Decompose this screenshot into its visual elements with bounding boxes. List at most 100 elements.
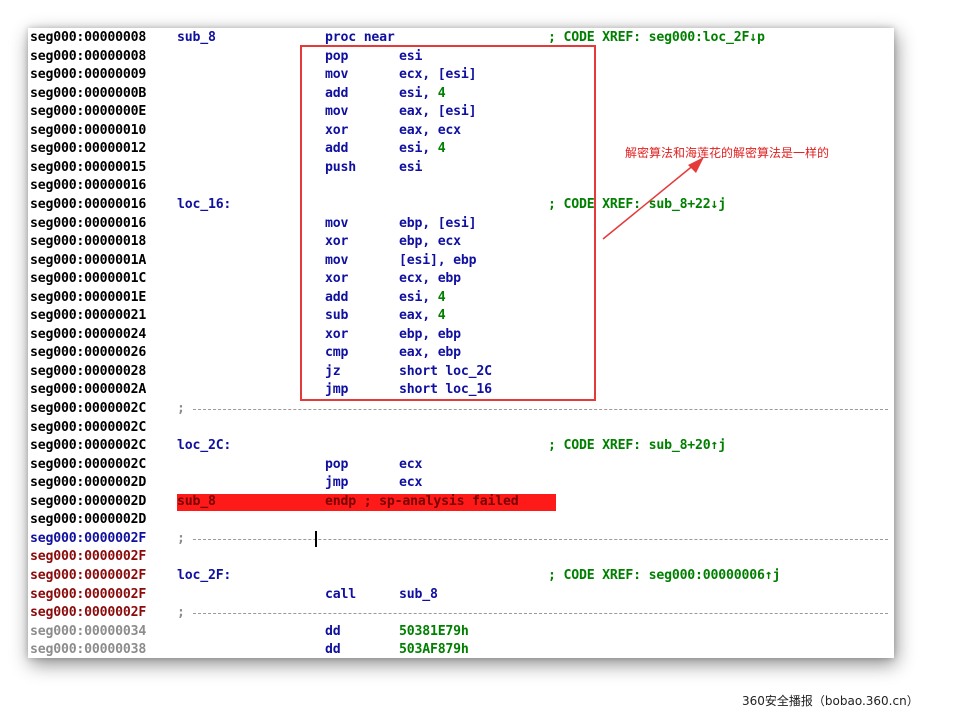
address: seg000:00000016 <box>30 215 147 231</box>
operand-text: ebp, [esi] <box>399 215 477 231</box>
immediate-value: 4 <box>437 141 446 157</box>
listing-line[interactable]: seg000:0000002C loc_2C: ; CODE XREF: sub_8… <box>28 437 894 456</box>
operands[interactable]: eax, ecx <box>399 122 461 141</box>
code-label[interactable]: loc_16: <box>177 196 232 212</box>
operands[interactable]: ecx <box>399 474 422 493</box>
address: seg000:0000002F <box>30 567 147 583</box>
operands[interactable]: ebp, [esi] <box>399 215 477 234</box>
listing-line[interactable]: seg000:0000002F <box>28 548 894 567</box>
operands[interactable]: 503AF879h <box>399 641 469 658</box>
operands[interactable]: ecx, [esi] <box>399 66 477 85</box>
address: seg000:0000001E <box>30 289 147 305</box>
address: seg000:00000009 <box>30 67 147 83</box>
operand-text: esi, <box>399 141 438 157</box>
separator-line <box>193 409 888 410</box>
address: seg000:0000001A <box>30 252 147 268</box>
address: seg000:0000002F <box>30 530 147 546</box>
operands[interactable]: eax, [esi] <box>399 103 477 122</box>
listing-line[interactable]: seg000:0000002C <box>28 419 894 438</box>
listing-line[interactable]: seg000:00000009 mov ecx, [esi] <box>28 66 894 85</box>
mnemonic: pop <box>325 48 349 64</box>
listing-line[interactable]: seg000:0000002F; <box>28 530 894 549</box>
address: seg000:00000016 <box>30 196 147 212</box>
operand-text: ecx, [esi] <box>399 67 477 83</box>
endp-comment: endp ; sp-analysis failed <box>325 493 519 509</box>
code-label[interactable]: loc_2C: <box>177 438 232 454</box>
operand-text: esi <box>399 48 423 64</box>
operands[interactable]: short loc_16 <box>399 381 492 400</box>
xref-comment[interactable]: ; CODE XREF: seg000:00000006↑j <box>548 567 781 583</box>
operands[interactable]: eax, ebp <box>399 344 461 363</box>
immediate-value: 503AF879h <box>399 642 469 658</box>
code-label[interactable]: sub_8 <box>177 30 216 45</box>
operands[interactable]: 50381E79h <box>399 623 469 642</box>
listing-line[interactable]: seg000:0000002C; <box>28 400 894 419</box>
operands[interactable]: esi <box>399 159 422 178</box>
xref-comment[interactable]: ; CODE XREF: sub_8+20↑j <box>548 438 727 454</box>
proc-end-label[interactable]: sub_8 <box>177 493 216 509</box>
listing-line[interactable]: seg000:00000016 <box>28 177 894 196</box>
operand-text: sub_8 <box>399 586 438 602</box>
operands[interactable]: esi, 4 <box>399 140 446 159</box>
highlight-box <box>300 45 596 401</box>
xref-comment[interactable]: ; CODE XREF: sub_8+22↓j <box>548 196 727 212</box>
operands[interactable]: ebp, ebp <box>399 326 461 345</box>
address: seg000:0000002C <box>30 401 147 416</box>
address: seg000:0000002F <box>30 605 147 621</box>
mnemonic: mov <box>325 67 349 83</box>
mnemonic: jmp <box>325 475 349 491</box>
listing-line[interactable]: seg000:0000002F; <box>28 604 894 623</box>
code-label[interactable]: loc_2F: <box>177 567 232 583</box>
immediate-value: 4 <box>437 308 446 324</box>
operands[interactable]: eax, 4 <box>399 307 446 326</box>
operands[interactable]: short loc_2C <box>399 363 492 382</box>
operands[interactable]: [esi], ebp <box>399 252 477 271</box>
address: seg000:0000002D <box>30 475 147 491</box>
operands[interactable]: esi <box>399 48 422 67</box>
mnemonic: add <box>325 85 349 101</box>
address: seg000:0000002C <box>30 419 147 435</box>
operands[interactable]: ebp, ecx <box>399 233 461 252</box>
xref-comment[interactable]: ; CODE XREF: seg000:loc_2F↓p <box>548 30 765 45</box>
operand-text: ecx <box>399 456 423 472</box>
operands[interactable]: esi, 4 <box>399 289 446 308</box>
operand-text: ebp, ecx <box>399 234 461 250</box>
listing-line[interactable]: seg000:0000002D <box>28 511 894 530</box>
operands[interactable]: ecx, ebp <box>399 270 461 289</box>
address: seg000:00000028 <box>30 363 147 379</box>
listing-line[interactable]: seg000:00000016 loc_16: ; CODE XREF: sub_8… <box>28 196 894 215</box>
mnemonic: xor <box>325 326 349 342</box>
mnemonic: add <box>325 141 349 157</box>
address: seg000:00000018 <box>30 234 147 250</box>
operands[interactable]: sub_8 <box>399 586 438 605</box>
listing-line[interactable]: seg000:0000002D jmp ecx <box>28 474 894 493</box>
listing-line[interactable]: seg000:0000002F loc_2F: ; CODE XREF: seg00… <box>28 567 894 586</box>
operands[interactable]: ecx <box>399 456 422 475</box>
address: seg000:0000002C <box>30 438 147 454</box>
operands[interactable]: esi, 4 <box>399 85 446 104</box>
separator-semicolon: ; <box>177 530 185 546</box>
